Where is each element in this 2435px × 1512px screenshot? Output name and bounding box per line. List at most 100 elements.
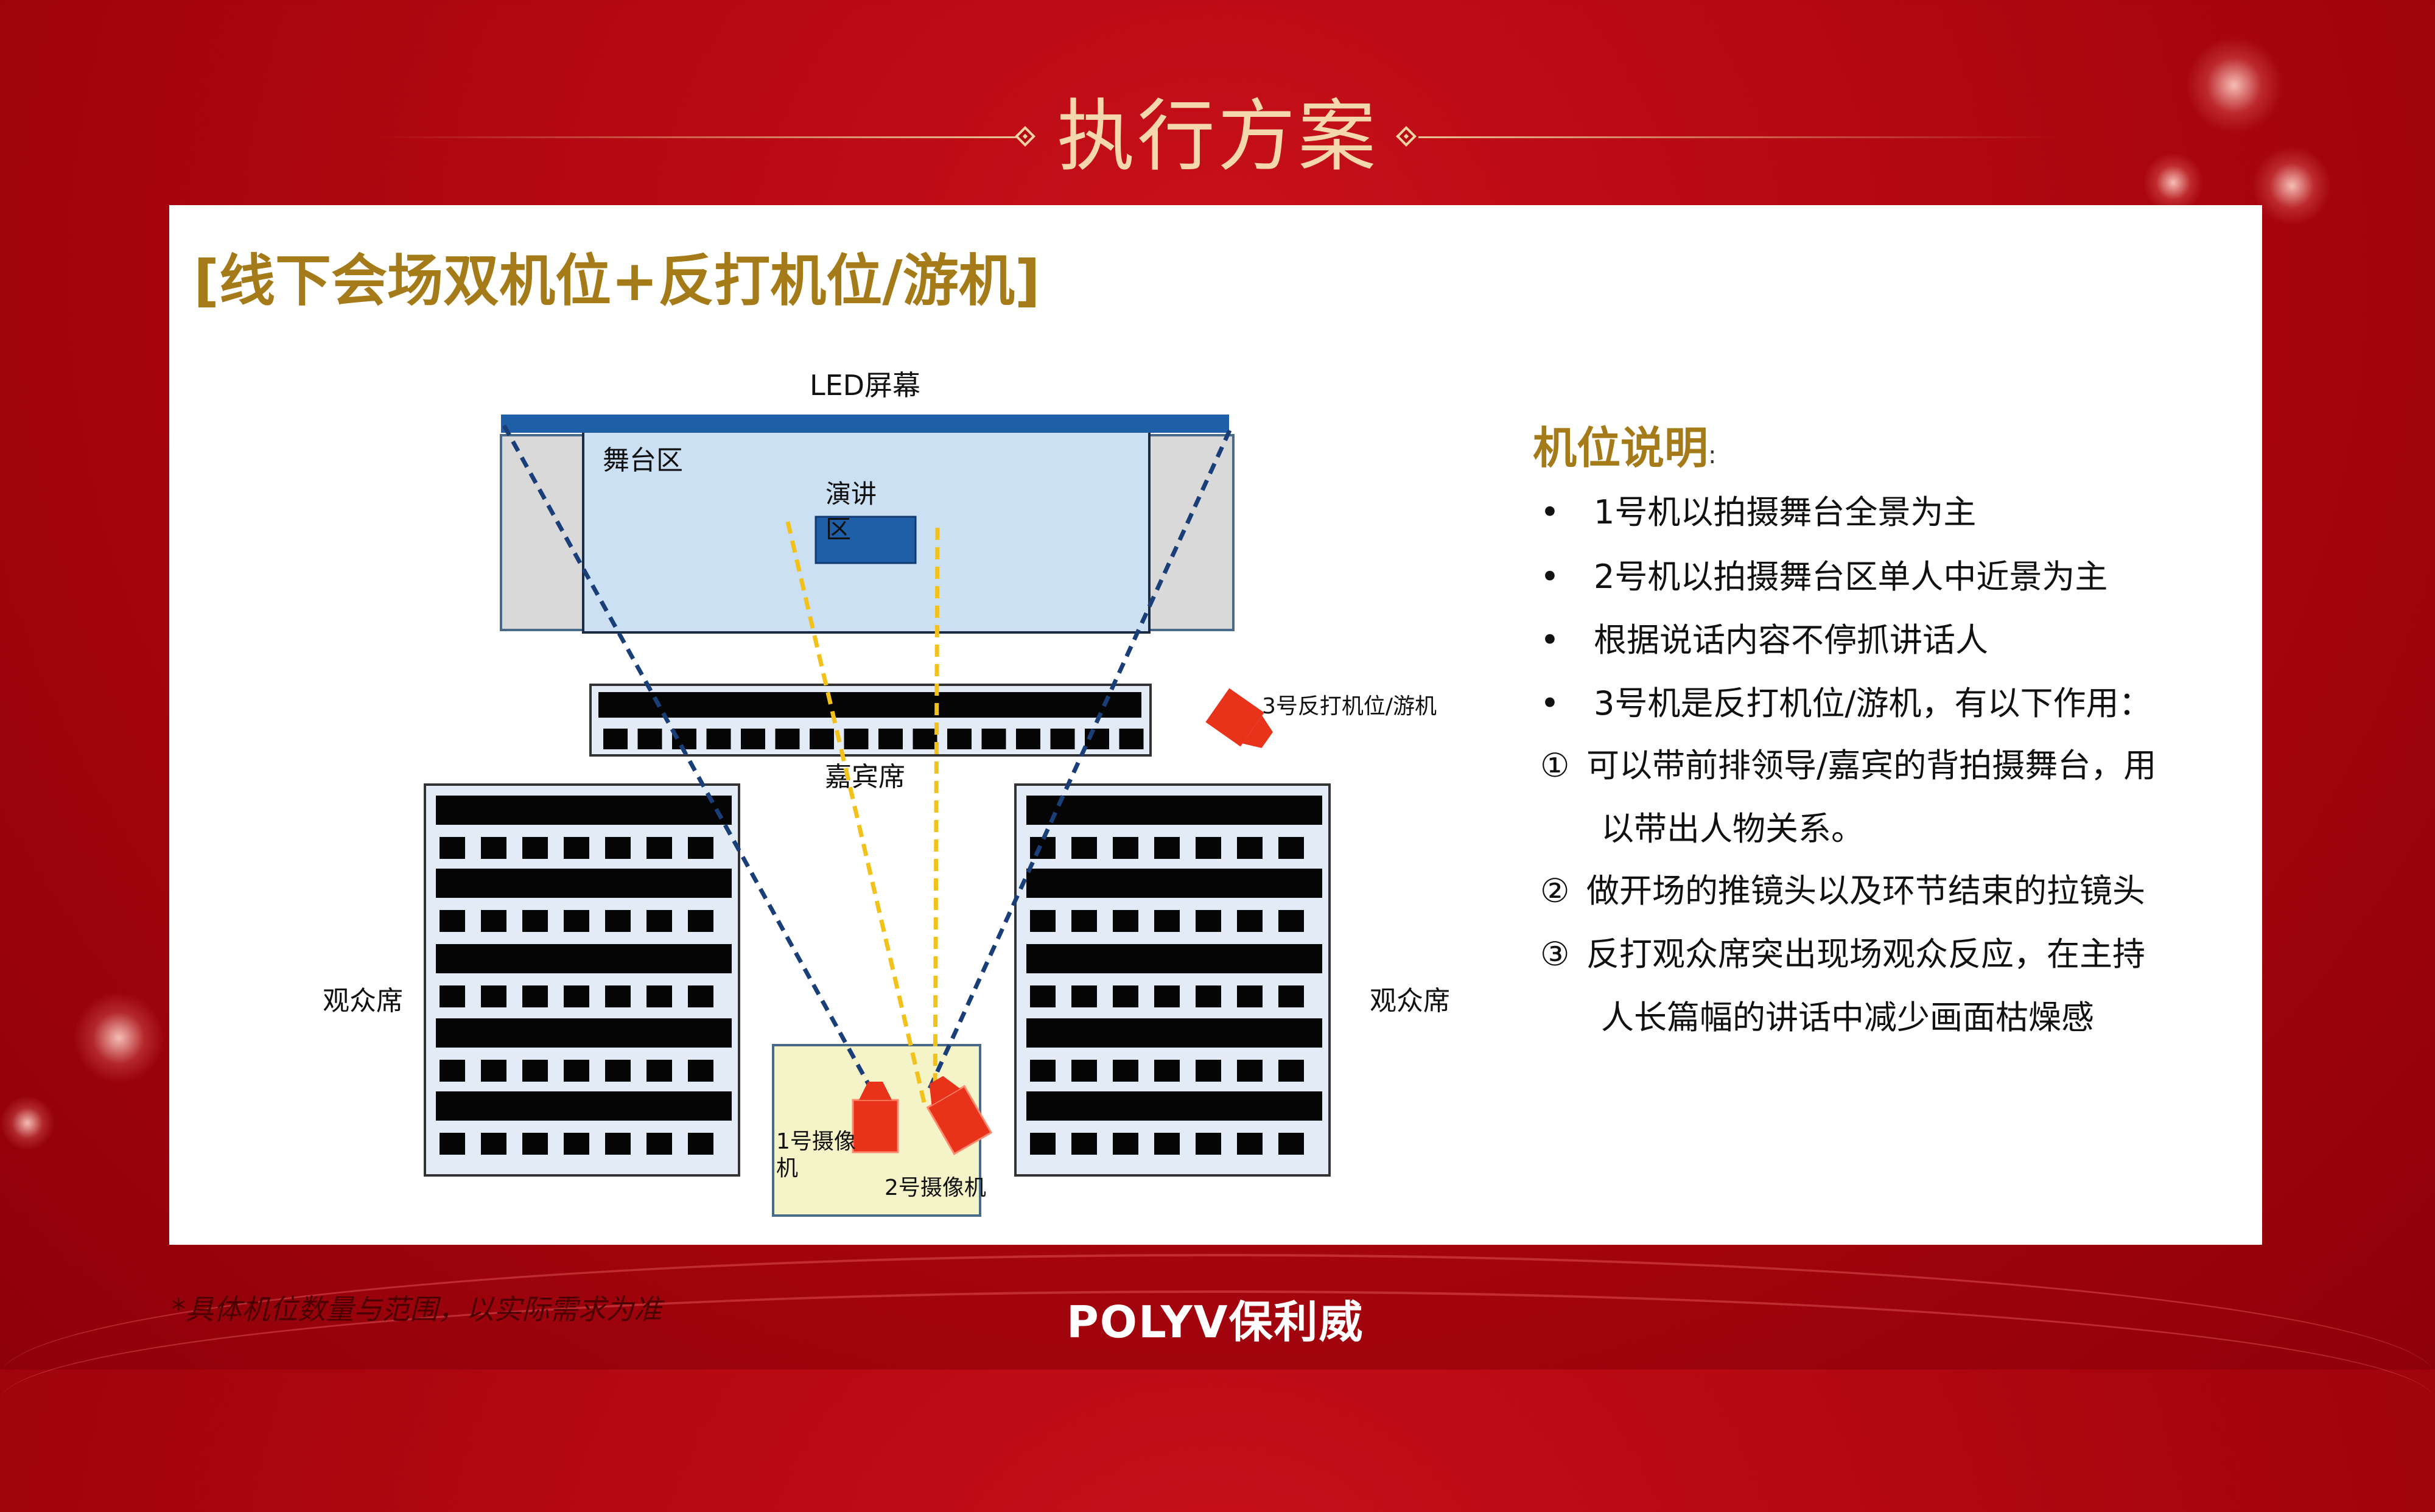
audience-seat [688, 985, 713, 1007]
audience-seat [1237, 910, 1263, 932]
audience-seat [1071, 1060, 1097, 1082]
guest-seat [981, 729, 1006, 749]
guest-seat-row [603, 729, 1144, 749]
audience-seat [1113, 1133, 1138, 1155]
audience-seat [1237, 985, 1263, 1007]
camera-3-label: 3号反打机位/游机 [1262, 694, 1437, 719]
led-label: LED屏幕 [810, 369, 920, 402]
title-line-left [377, 136, 1017, 138]
camera-2-icon [926, 1076, 993, 1155]
audience-seat [1154, 1060, 1180, 1082]
speech-label-1: 演讲 [825, 479, 877, 509]
note-item: •2号机以拍摄舞台区单人中近景为主 [1533, 550, 2107, 598]
audience-seat [1113, 910, 1138, 932]
audience-seat [440, 1133, 465, 1155]
note-item: • 3号机是反打机位/游机，有以下作用： [1533, 676, 2152, 724]
polyv-logo: POLYV保利威 [1067, 1297, 1364, 1348]
audience-seat [605, 910, 631, 932]
audience-seat [1030, 910, 1056, 932]
seat-row-bar [1026, 796, 1322, 825]
audience-seat [564, 837, 589, 859]
note-item: ② 做开场的推镜头以及环节结束的拉镜头 [1533, 864, 2145, 912]
audience-seat [564, 1133, 589, 1155]
audience-seat [605, 837, 631, 859]
audience-seat [1030, 985, 1056, 1007]
audience-seat [688, 910, 713, 932]
note-item: •1号机以拍摄舞台全景为主 [1533, 485, 1976, 533]
diamond-icon [1015, 126, 1035, 147]
audience-seat [481, 837, 506, 859]
audience-seat [646, 985, 672, 1007]
audience-seat [1237, 1133, 1263, 1155]
notes-title: 机位说明: [1533, 412, 2251, 476]
seat-row-bar [436, 796, 732, 825]
note-bullet: ② [1540, 872, 1570, 910]
audience-seat [564, 1060, 589, 1082]
audience-seat [1237, 837, 1263, 859]
note-text: 3号机是反打机位/游机，有以下作用： [1594, 684, 2152, 723]
audience-seat [605, 1060, 631, 1082]
speech-label-2: 区 [825, 514, 851, 544]
note-text: 根据说话内容不停抓讲话人 [1594, 621, 1988, 659]
audience-seat [481, 1133, 506, 1155]
note-item: 人长篇幅的讲话中减少画面枯燥感 [1601, 990, 2094, 1038]
content-panel: [线下会场双机位+反打机位/游机] LED屏幕 舞台区 演讲 区 嘉宾席 观众席… [169, 205, 2262, 1245]
guest-seat [913, 729, 937, 749]
guest-row-bar [598, 692, 1141, 718]
audience-seat [1196, 1133, 1221, 1155]
audience-right-label: 观众席 [1370, 985, 1450, 1017]
note-text: 反打观众席突出现场观众反应，在主持 [1586, 935, 2145, 973]
audience-seat [1154, 1133, 1180, 1155]
seat-row-bar [436, 869, 732, 898]
footer-note: *具体机位数量与范围，以实际需求为准 [172, 1293, 662, 1326]
note-bullet: ① [1540, 746, 1570, 785]
note-text: 可以带前排领导/嘉宾的背拍摄舞台，用 [1586, 746, 2157, 785]
sight-line-cam2-left [785, 521, 927, 1103]
camera-1-label-1: 1号摄像 [776, 1129, 856, 1154]
title-bar: 执行方案 [0, 91, 2435, 183]
audience-seat [440, 985, 465, 1007]
audience-seat [1030, 837, 1056, 859]
audience-seat [1071, 837, 1097, 859]
sight-line-cam2-right [933, 527, 940, 1103]
seat-row-bar [1026, 869, 1322, 898]
sight-line-cam1-right [925, 429, 1232, 1094]
wave-decoration [0, 1290, 2435, 1512]
audience-seat [1154, 910, 1180, 932]
audience-seat [1113, 1060, 1138, 1082]
notes-title-colon: : [1708, 441, 1717, 469]
note-item: 以带出人物关系。 [1601, 802, 1864, 850]
wave-decoration [0, 1254, 2435, 1500]
audience-seat [522, 837, 548, 859]
audience-seat [522, 910, 548, 932]
audience-seat [646, 837, 672, 859]
sparkle-glow [2143, 152, 2204, 213]
note-bullet: • [1540, 558, 1560, 596]
audience-seat [605, 1133, 631, 1155]
audience-seat [440, 1060, 465, 1082]
audience-seat [1071, 985, 1097, 1007]
guest-seat [637, 729, 662, 749]
guest-seat [844, 729, 869, 749]
sparkle-glow [2185, 37, 2283, 134]
guest-label: 嘉宾席 [825, 761, 905, 793]
title-line-right [1418, 136, 2058, 138]
guest-seat [810, 729, 834, 749]
page-title: 执行方案 [1056, 91, 1378, 182]
guest-seat [741, 729, 765, 749]
guest-seat [1050, 729, 1075, 749]
note-text: 做开场的推镜头以及环节结束的拉镜头 [1586, 872, 2145, 910]
audience-seat [1196, 837, 1221, 859]
audience-seat [481, 910, 506, 932]
audience-seat [1113, 985, 1138, 1007]
audience-seat [440, 837, 465, 859]
speech-podium [815, 516, 917, 564]
audience-seat [1278, 1133, 1304, 1155]
audience-seat [1278, 837, 1304, 859]
audience-seat [564, 985, 589, 1007]
sparkle-glow [2252, 146, 2332, 225]
note-bullet: • [1540, 684, 1560, 723]
stage-label: 舞台区 [603, 445, 683, 476]
audience-left-label: 观众席 [323, 985, 403, 1017]
audience-seat [1154, 985, 1180, 1007]
